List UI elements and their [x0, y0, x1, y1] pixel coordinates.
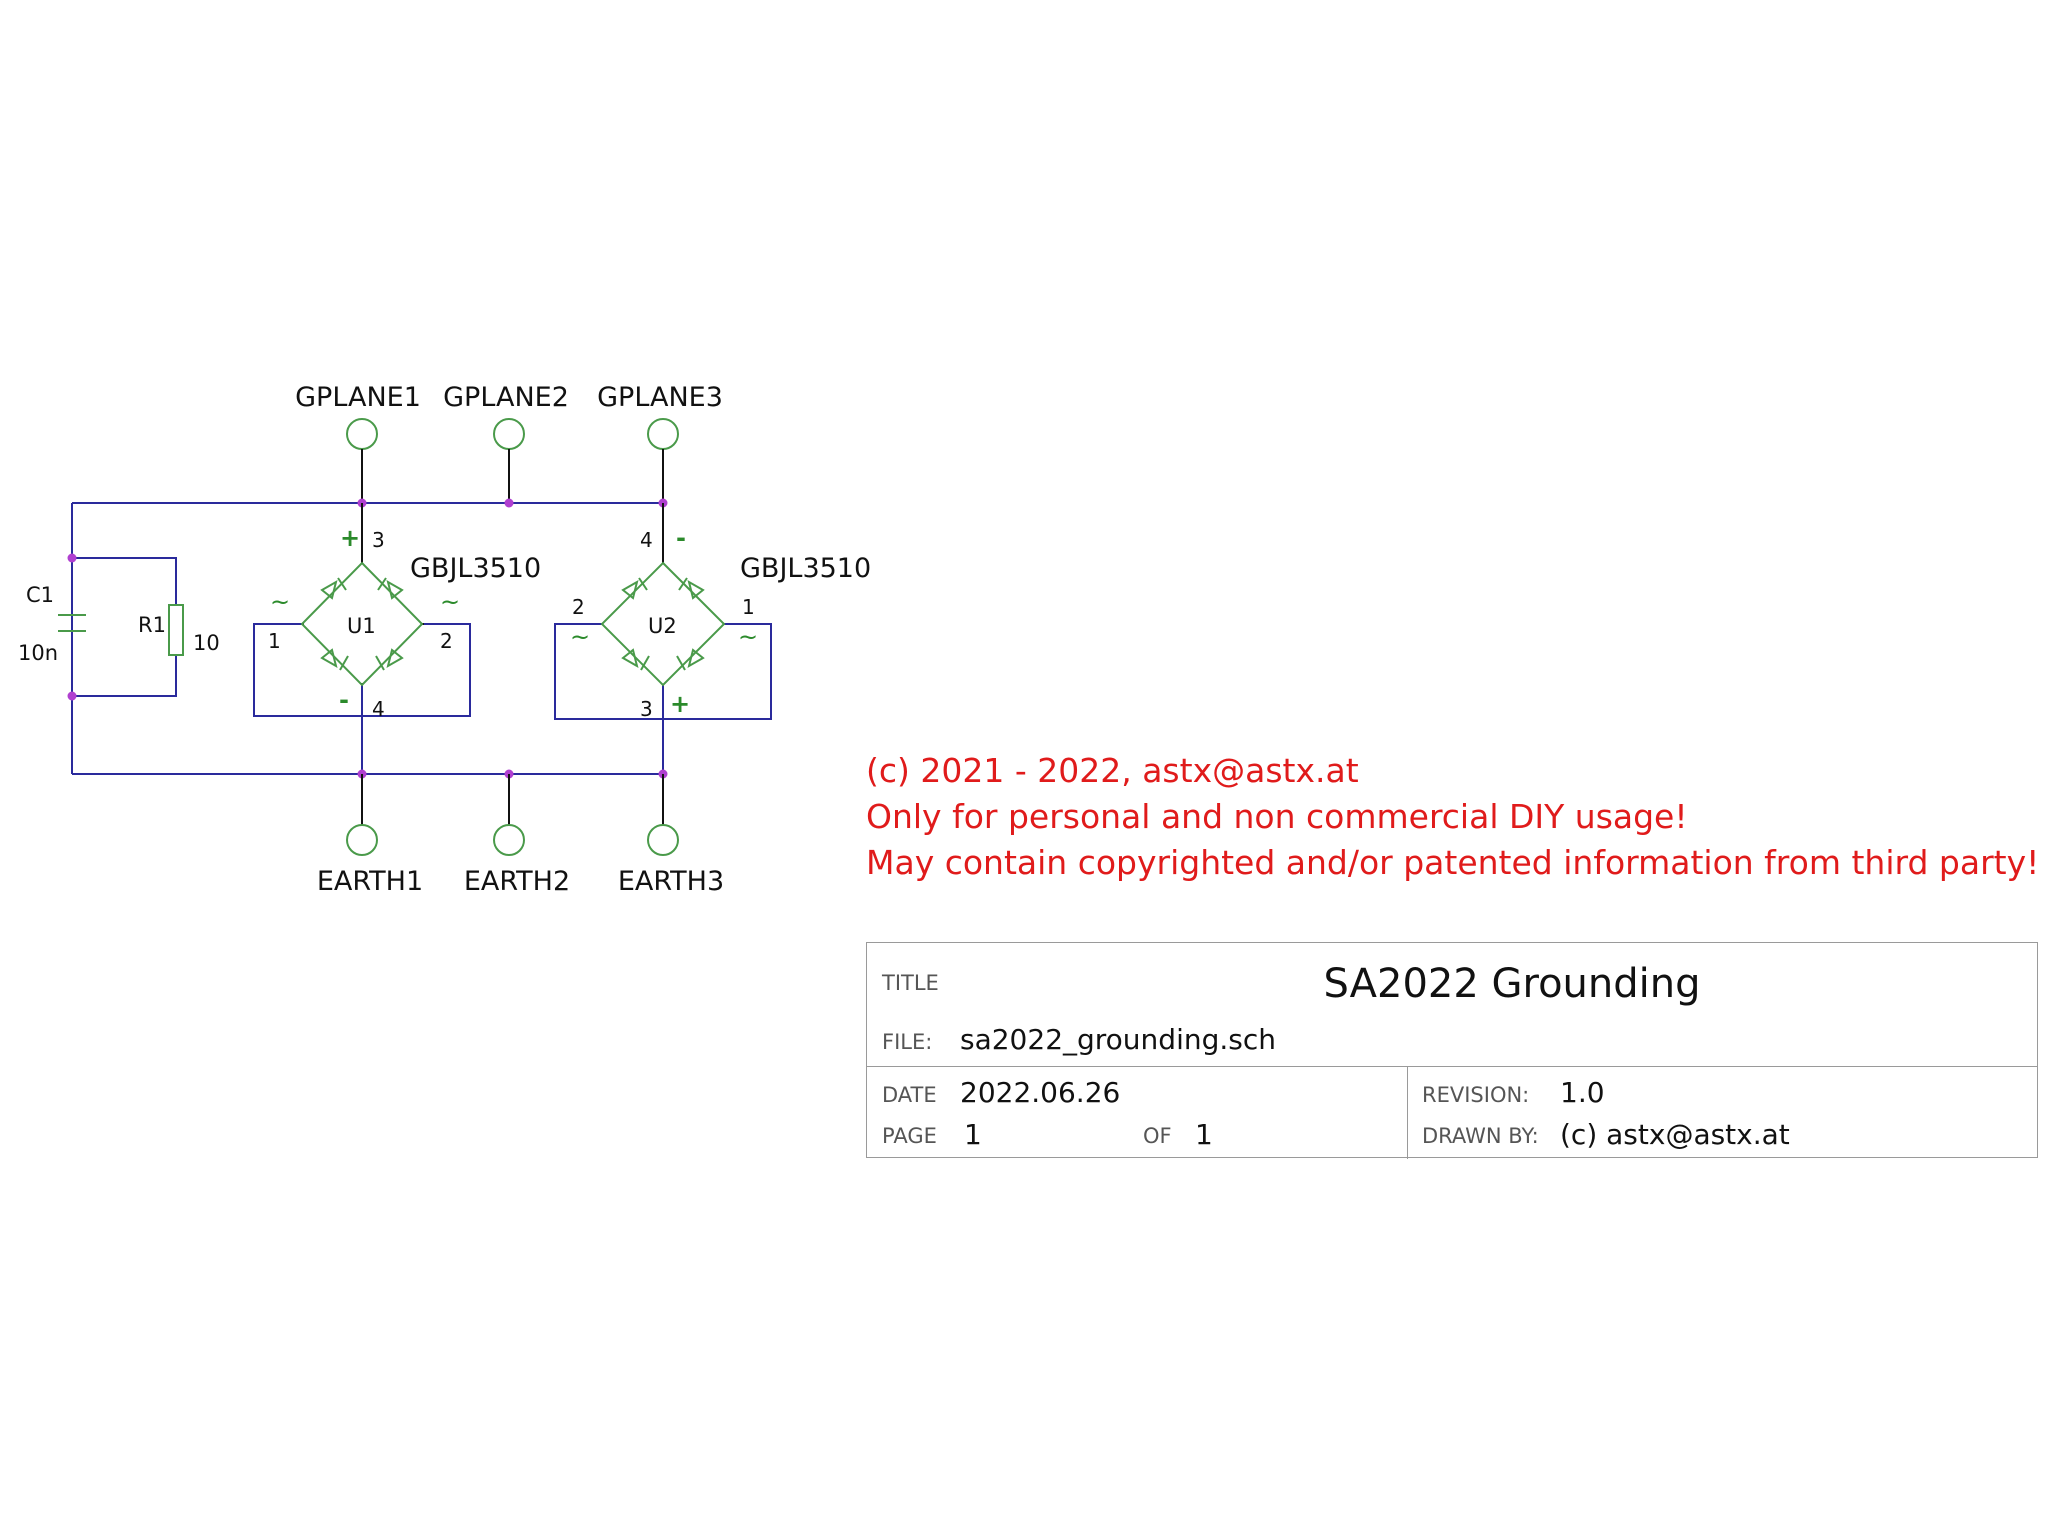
revision-label: REVISION:: [1422, 1083, 1530, 1107]
u2-value-label: GBJL3510: [740, 553, 871, 584]
file-name: sa2022_grounding.sch: [960, 1023, 1276, 1056]
wires: [71, 502, 772, 775]
of-label: OF: [1143, 1124, 1172, 1148]
connector-label-earth2: EARTH2: [464, 866, 570, 897]
connector-label-gplane2: GPLANE2: [443, 382, 569, 413]
u1-pin-top: 3: [372, 528, 385, 552]
connector-label-earth3: EARTH3: [618, 866, 724, 897]
connector-label-earth1: EARTH1: [317, 866, 423, 897]
drawn-by-label: DRAWN BY:: [1422, 1124, 1539, 1148]
u1-ref-label: U1: [347, 614, 376, 638]
u1-mark-right: ~: [440, 588, 460, 616]
capacitor-c1[interactable]: [58, 614, 86, 632]
u2-ref-label: U2: [648, 614, 677, 638]
notice-line-2: Only for personal and non commercial DIY…: [866, 797, 1688, 836]
wire-r1-loop: [72, 557, 177, 605]
u1-pin-left: 1: [268, 629, 281, 653]
date-label: DATE: [882, 1083, 937, 1107]
u1-value-label: GBJL3510: [410, 553, 541, 584]
revision-value: 1.0: [1560, 1076, 1605, 1109]
u2-mark-right: ~: [738, 623, 758, 651]
u2-pin-left: 2: [572, 595, 585, 619]
title-label: TITLE: [882, 971, 939, 995]
u1-mark-top: +: [340, 524, 360, 552]
junction-dot: [67, 691, 77, 701]
bridge-rectifier-u2[interactable]: [600, 503, 726, 687]
title-block-divider: [1407, 1066, 1408, 1159]
connector-gplane3[interactable]: [647, 418, 679, 450]
connector-earth2[interactable]: [493, 824, 525, 856]
junction-dot: [67, 553, 77, 563]
connector-label-gplane1: GPLANE1: [295, 382, 421, 413]
connector-gplane2[interactable]: [493, 418, 525, 450]
date-value: 2022.06.26: [960, 1076, 1121, 1109]
u2-mark-left: ~: [570, 623, 590, 651]
file-label: FILE:: [882, 1030, 933, 1054]
bridge-rectifier-u1[interactable]: [300, 503, 424, 687]
c1-ref-label: C1: [26, 583, 54, 607]
c1-value-label: 10n: [18, 641, 58, 665]
drawn-by-value: (c) astx@astx.at: [1560, 1118, 1790, 1151]
notice-line-3: May contain copyrighted and/or patented …: [866, 843, 2040, 882]
connector-gplane1[interactable]: [346, 418, 378, 450]
of-value: 1: [1195, 1118, 1213, 1151]
u2-pin-bottom: 3: [640, 697, 653, 721]
r1-ref-label: R1: [138, 613, 166, 637]
wire-r1-loop-bottom: [72, 655, 177, 697]
title-block-bottom-row: DATE 2022.06.26 PAGE 1 OF 1 REVISION: 1.…: [867, 1066, 2037, 1159]
u1-pin-right: 2: [440, 629, 453, 653]
u2-mark-top: -: [676, 524, 686, 552]
u1-mark-bottom: -: [339, 686, 349, 714]
title-block-top-row: TITLE SA2022 Grounding FILE: sa2022_grou…: [867, 943, 2037, 1067]
u2-pin-top: 4: [640, 528, 653, 552]
resistor-r1[interactable]: [168, 604, 184, 656]
title-block: TITLE SA2022 Grounding FILE: sa2022_grou…: [866, 942, 2038, 1159]
connector-label-gplane3: GPLANE3: [597, 382, 723, 413]
u1-mark-left: ~: [270, 588, 290, 616]
r1-value-label: 10: [193, 631, 220, 655]
page-value: 1: [964, 1118, 982, 1151]
page-label: PAGE: [882, 1124, 937, 1148]
u1-pin-bottom: 4: [372, 697, 385, 721]
copyright-notice: (c) 2021 - 2022, astx@astx.at Only for p…: [866, 748, 2039, 886]
u2-pin-right: 1: [742, 595, 755, 619]
connector-earth1[interactable]: [346, 824, 378, 856]
u2-mark-bottom: +: [670, 690, 690, 718]
junction-dot: [504, 498, 514, 508]
sheet-title: SA2022 Grounding: [1323, 961, 1701, 1007]
connector-earth3[interactable]: [647, 824, 679, 856]
notice-line-1: (c) 2021 - 2022, astx@astx.at: [866, 751, 1359, 790]
